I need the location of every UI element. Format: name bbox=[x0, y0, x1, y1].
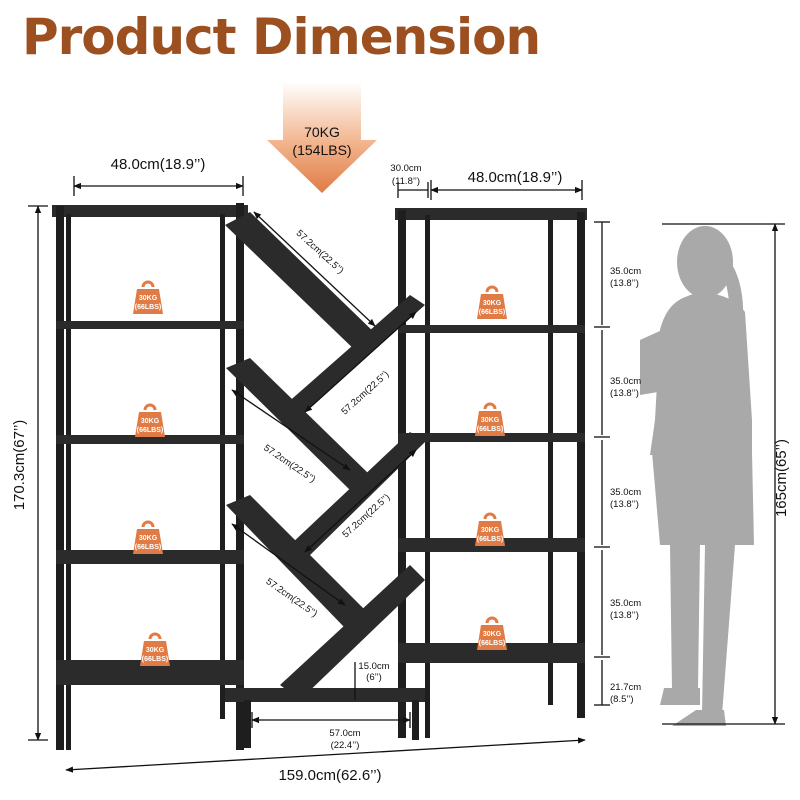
svg-text:30KG: 30KG bbox=[481, 417, 500, 424]
person-height-label: 165cm(65’’) bbox=[773, 439, 790, 517]
load-top-line2: (154LBS) bbox=[292, 142, 351, 158]
page-title: Product Dimension bbox=[22, 8, 541, 66]
shelf-weight-badge: 30KG (66LBS) bbox=[131, 520, 165, 556]
tree-shelf bbox=[225, 212, 425, 748]
svg-text:30KG: 30KG bbox=[139, 535, 158, 542]
shelf-weight-badge: 30KG (66LBS) bbox=[131, 280, 165, 316]
svg-text:(66LBS): (66LBS) bbox=[137, 427, 163, 434]
svg-text:30KG: 30KG bbox=[483, 631, 502, 638]
shelf-weight-badge: 30KG (66LBS) bbox=[138, 632, 172, 668]
svg-text:30KG: 30KG bbox=[139, 295, 158, 302]
shelf-weight-badge: 30KG (66LBS) bbox=[473, 512, 507, 548]
shelf-weight-badge: 30KG (66LBS) bbox=[475, 285, 509, 321]
svg-text:(66LBS): (66LBS) bbox=[479, 309, 505, 316]
svg-text:(13.8’’): (13.8’’) bbox=[610, 610, 639, 621]
bottom-gap-label-imperial: (6’’) bbox=[366, 672, 382, 683]
shelf-weight-badge: 30KG (66LBS) bbox=[133, 403, 167, 439]
svg-text:35.0cm: 35.0cm bbox=[610, 487, 641, 498]
depth-label: 30.0cm bbox=[390, 163, 421, 174]
svg-text:35.0cm: 35.0cm bbox=[610, 376, 641, 387]
svg-text:(13.8’’): (13.8’’) bbox=[610, 388, 639, 399]
svg-text:(13.8’’): (13.8’’) bbox=[610, 499, 639, 510]
svg-text:(66LBS): (66LBS) bbox=[135, 304, 161, 311]
svg-text:30KG: 30KG bbox=[141, 418, 160, 425]
svg-text:(66LBS): (66LBS) bbox=[135, 544, 161, 551]
svg-text:(13.8’’): (13.8’’) bbox=[610, 278, 639, 289]
shelf-weight-badge: 30KG (66LBS) bbox=[473, 402, 507, 438]
svg-text:(66LBS): (66LBS) bbox=[477, 426, 503, 433]
person-silhouette bbox=[640, 226, 754, 726]
total-height-label: 170.3cm(67’’) bbox=[11, 420, 28, 511]
shelf-weight-badge: 30KG (66LBS) bbox=[475, 616, 509, 652]
svg-text:30KG: 30KG bbox=[146, 647, 165, 654]
diagonal-label: 57.2cm(22.5’’) bbox=[339, 369, 391, 417]
left-width-label: 48.0cm(18.9’’) bbox=[111, 156, 206, 173]
svg-text:(66LBS): (66LBS) bbox=[142, 656, 168, 663]
dimension-lines bbox=[28, 176, 785, 773]
bottom-width-label-imperial: (22.4’’) bbox=[331, 740, 360, 751]
left-bookcase bbox=[52, 203, 248, 750]
svg-text:21.7cm: 21.7cm bbox=[610, 682, 641, 693]
shelf-spacing-labels: 35.0cm (13.8’’) 35.0cm (13.8’’) 35.0cm (… bbox=[610, 266, 641, 705]
load-top-line1: 70KG bbox=[304, 124, 340, 140]
right-width-label: 48.0cm(18.9’’) bbox=[468, 169, 563, 186]
svg-text:35.0cm: 35.0cm bbox=[610, 598, 641, 609]
svg-text:(8.5’’): (8.5’’) bbox=[610, 694, 634, 705]
load-arrow: 70KG (154LBS) bbox=[267, 82, 377, 193]
bottom-gap-label: 15.0cm bbox=[358, 661, 389, 672]
svg-text:(66LBS): (66LBS) bbox=[477, 536, 503, 543]
depth-label-imperial: (11.8’’) bbox=[392, 176, 420, 187]
svg-text:(66LBS): (66LBS) bbox=[479, 640, 505, 647]
total-width-label: 159.0cm(62.6’’) bbox=[278, 767, 381, 784]
svg-text:35.0cm: 35.0cm bbox=[610, 266, 641, 277]
svg-text:30KG: 30KG bbox=[483, 300, 502, 307]
svg-text:30KG: 30KG bbox=[481, 527, 500, 534]
bottom-width-label: 57.0cm bbox=[329, 728, 360, 739]
